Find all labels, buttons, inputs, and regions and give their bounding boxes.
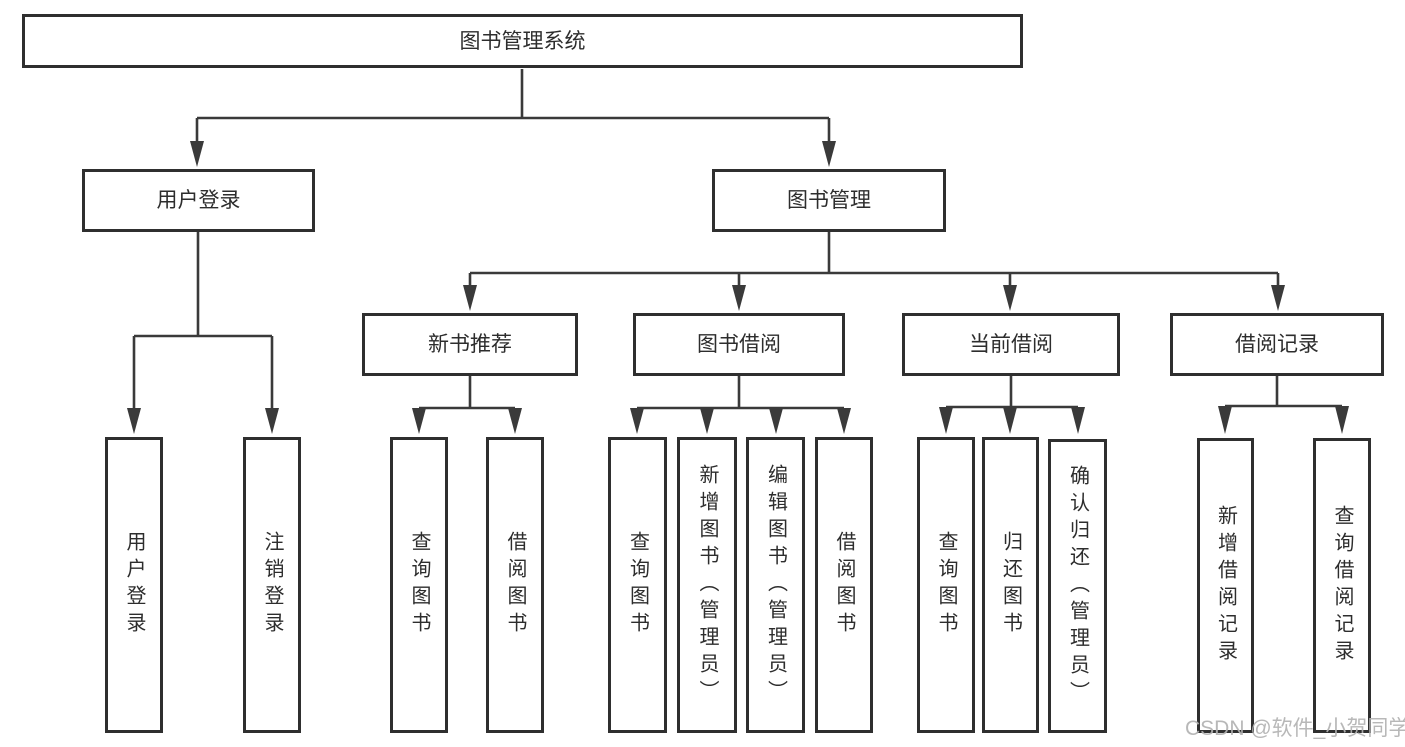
node-new-book-recommend-label: 新书推荐 [428,333,512,356]
node-current-borrowing: 当前借阅 [902,313,1120,376]
leaf-logout-label: 注销登录 [261,531,283,639]
connectors-current-borrowing-children [939,375,1085,434]
leaf-bb-edit-book-admin: 编辑图书（管理员） [746,437,805,733]
leaf-cb-confirm-return-admin: 确认归还（管理员） [1048,439,1107,733]
leaf-nbr-query-books-label: 查询图书 [408,531,430,639]
leaf-br-add-record: 新增借阅记录 [1197,438,1254,733]
leaf-bb-borrow-books: 借阅图书 [815,437,873,733]
leaf-br-query-record-label: 查询借阅记录 [1331,504,1353,667]
leaf-bb-query-books: 查询图书 [608,437,667,733]
connectors-book-borrowing-children [630,375,851,434]
leaf-user-login: 用户登录 [105,437,163,733]
leaf-logout: 注销登录 [243,437,301,733]
node-book-borrowing-label: 图书借阅 [697,333,781,356]
leaf-bb-edit-book-admin-label: 编辑图书（管理员） [764,463,787,707]
node-user-login: 用户登录 [82,169,315,232]
leaf-nbr-borrow-books-label: 借阅图书 [504,531,526,639]
connectors-borrowing-records-children [1218,375,1349,434]
leaf-cb-return-books-label: 归还图书 [999,531,1022,639]
leaf-bb-borrow-books-label: 借阅图书 [833,531,855,639]
connectors-book-management-children [463,231,1285,311]
leaf-user-login-label: 用户登录 [123,531,145,639]
node-user-login-label: 用户登录 [156,189,241,212]
leaf-br-add-record-label: 新增借阅记录 [1214,504,1237,667]
leaf-nbr-query-books: 查询图书 [390,437,448,733]
node-root: 图书管理系统 [22,14,1023,68]
connectors-user-login-children [127,231,279,434]
connectors-new-book-recommend-children [412,375,522,434]
leaf-nbr-borrow-books: 借阅图书 [486,437,544,733]
node-book-management: 图书管理 [712,169,946,232]
leaf-cb-query-books: 查询图书 [917,437,975,733]
leaf-br-query-record: 查询借阅记录 [1313,438,1371,733]
leaf-bb-add-book-admin: 新增图书（管理员） [677,437,737,733]
leaf-bb-query-books-label: 查询图书 [626,531,649,639]
node-book-management-label: 图书管理 [787,189,871,212]
connectors-root-to-level2 [190,69,836,167]
node-root-label: 图书管理系统 [459,29,586,53]
leaf-cb-query-books-label: 查询图书 [935,531,957,639]
leaf-bb-add-book-admin-label: 新增图书（管理员） [696,463,718,707]
node-borrowing-records: 借阅记录 [1170,313,1384,376]
leaf-cb-return-books: 归还图书 [982,437,1039,733]
leaf-cb-confirm-return-admin-label: 确认归还（管理员） [1066,464,1089,708]
node-book-borrowing: 图书借阅 [633,313,845,376]
node-borrowing-records-label: 借阅记录 [1235,333,1319,356]
node-current-borrowing-label: 当前借阅 [969,333,1053,356]
csdn-watermark: CSDN @软件_小贺同学 [1185,717,1405,740]
node-new-book-recommend: 新书推荐 [362,313,578,376]
